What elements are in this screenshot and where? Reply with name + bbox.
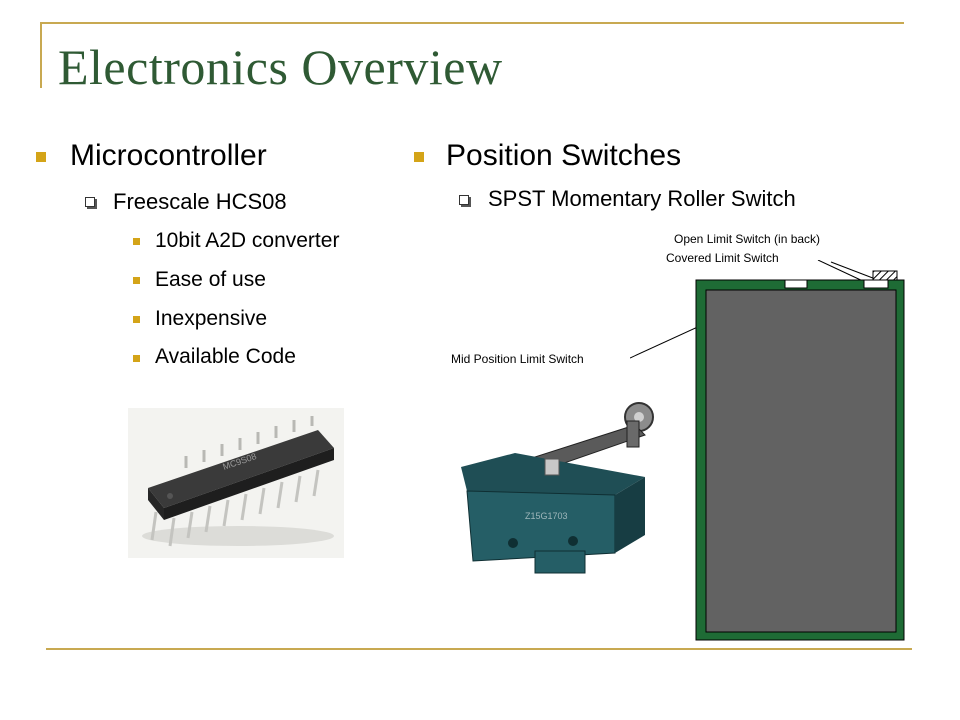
bullet-square-icon <box>133 277 140 284</box>
position-switches-sub: SPST Momentary Roller Switch <box>488 186 796 211</box>
list-item: Available Code <box>155 345 296 368</box>
open-limit-switch-label: Open Limit Switch (in back) <box>674 232 821 246</box>
svg-text:Z15G1703: Z15G1703 <box>525 511 568 521</box>
frame-bottom-line <box>46 648 912 650</box>
checkbox-bullet-icon <box>459 195 469 205</box>
microcontroller-chip-image: MC9S08 <box>128 408 344 558</box>
slide-title: Electronics Overview <box>58 39 503 95</box>
frame-top-line <box>40 22 904 24</box>
bullet-square-icon <box>133 238 140 245</box>
microcontroller-sub: Freescale HCS08 <box>113 189 287 214</box>
enclosure-diagram <box>630 260 905 641</box>
bullet-square-icon <box>414 152 424 162</box>
checkbox-bullet-icon <box>85 197 95 207</box>
list-item: Ease of use <box>155 268 266 291</box>
frame-left-line <box>40 22 42 88</box>
list-item: Inexpensive <box>155 307 268 330</box>
mid-position-limit-switch-label: Mid Position Limit Switch <box>451 352 584 366</box>
position-switches-heading: Position Switches <box>446 139 682 172</box>
roller-switch-image: Z15G1703 <box>461 402 654 574</box>
microcontroller-heading: Microcontroller <box>70 139 267 172</box>
bullet-square-icon <box>133 316 140 323</box>
bullet-square-icon <box>36 152 46 162</box>
bullet-square-icon <box>133 355 140 362</box>
covered-limit-switch-label: Covered Limit Switch <box>666 251 779 265</box>
list-item: 10bit A2D converter <box>155 229 340 252</box>
